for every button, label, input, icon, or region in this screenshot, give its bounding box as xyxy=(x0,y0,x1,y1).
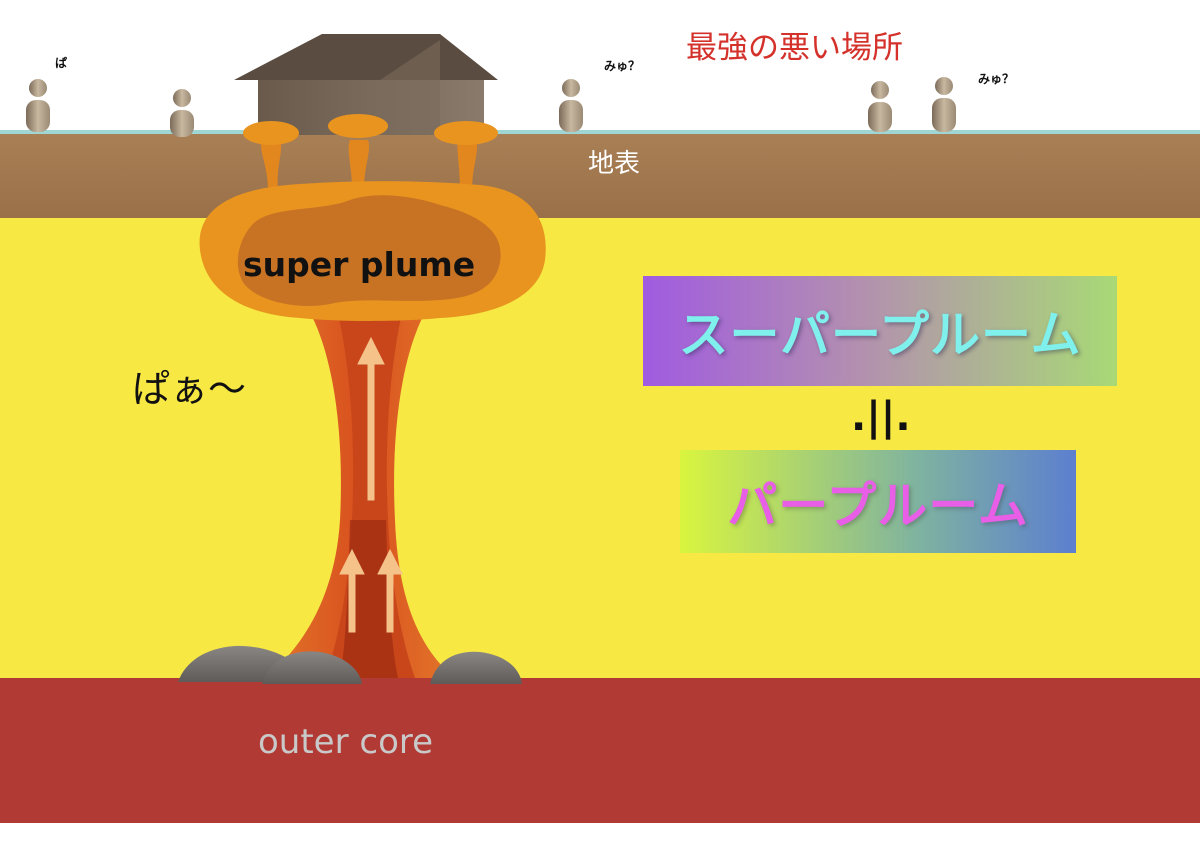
plume-head-dark xyxy=(237,195,501,306)
person-icon xyxy=(932,77,956,132)
title: 最強の悪い場所 xyxy=(686,30,903,66)
purple-room-term-box: パープルーム xyxy=(680,450,1076,553)
person-icon xyxy=(26,79,50,132)
exclamation-text: ぱぁ〜 xyxy=(132,367,247,411)
ground-surface-line xyxy=(0,130,1200,134)
super-plume-term-box: スーパープルーム xyxy=(643,276,1117,386)
outer-core-layer xyxy=(0,678,1200,823)
super-plume-term: スーパープルーム xyxy=(678,306,1082,364)
person-icon xyxy=(868,81,892,132)
sky-background xyxy=(0,0,1200,136)
bottom-margin xyxy=(0,823,1200,848)
person-icon xyxy=(559,79,583,132)
equals-symbol: .||. xyxy=(851,394,911,440)
surface-vents xyxy=(243,114,498,192)
upward-arrows xyxy=(339,336,403,633)
outer-core-label: outer core xyxy=(258,722,434,762)
person-icon xyxy=(170,89,194,137)
speech-right-person: みゅ？ xyxy=(978,72,1015,86)
speech-middle-person: みゅ？ xyxy=(604,59,641,73)
person-icons xyxy=(26,77,956,137)
purple-room-term: パープルーム xyxy=(727,476,1029,535)
plume-label: super plume xyxy=(243,245,476,284)
rocks xyxy=(178,645,522,684)
speech-left-person: ぱ xyxy=(55,56,68,70)
crust-layer xyxy=(0,134,1200,218)
crust-label: 地表 xyxy=(588,149,641,179)
